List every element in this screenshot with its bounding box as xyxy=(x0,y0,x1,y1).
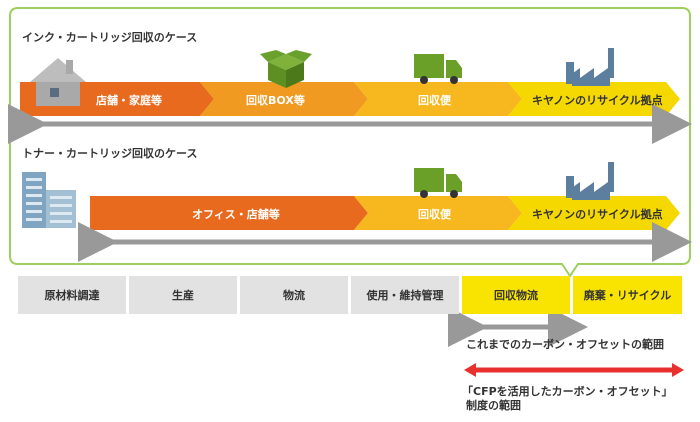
toner-step-label: 回収便 xyxy=(418,208,451,221)
ink-case-title: インク・カートリッジ回収のケース xyxy=(22,31,198,44)
supply-chain-stage: 物流 xyxy=(240,276,348,314)
box-icon xyxy=(260,50,312,88)
ink-step-label: キヤノンのリサイクル拠点 xyxy=(532,94,663,107)
house-icon xyxy=(30,58,86,106)
toner-flow xyxy=(90,196,680,230)
supply-chain-stage: 使用・維持管理 xyxy=(351,276,459,314)
supply-chain-stage: 生産 xyxy=(129,276,237,314)
cfp-scope-label-line2: 制度の範囲 xyxy=(466,399,521,412)
toner-step-2-shape xyxy=(354,196,522,230)
supply-chain-stage-highlight: 廃棄・リサイクル xyxy=(573,276,682,314)
truck-icon xyxy=(414,168,462,198)
ink-step-label: 回収便 xyxy=(418,94,451,107)
cfp-scope-arrow xyxy=(464,363,684,377)
toner-step-3-shape xyxy=(508,196,680,230)
office-building-icon xyxy=(22,172,76,228)
toner-step-label: キヤノンのリサイクル拠点 xyxy=(532,208,663,221)
supply-chain-stage: 原材料調達 xyxy=(18,276,126,314)
truck-icon xyxy=(414,54,462,84)
cfp-scope-label-line1: 「CFPを活用したカーボン・オフセット」 xyxy=(462,385,673,398)
factory-icon xyxy=(566,162,614,200)
factory-icon xyxy=(566,48,614,86)
toner-step-label: オフィス・店舗等 xyxy=(192,208,280,221)
ink-step-label: 回収BOX等 xyxy=(246,94,305,107)
supply-chain-stage-highlight: 回収物流 xyxy=(462,276,570,314)
toner-step-1-shape xyxy=(90,196,368,230)
case-frame xyxy=(9,7,691,278)
previous-scope-label: これまでのカーボン・オフセットの範囲 xyxy=(466,338,664,351)
toner-case-title: トナー・カートリッジ回収のケース xyxy=(22,147,198,160)
ink-step-label: 店舗・家庭等 xyxy=(96,94,162,107)
